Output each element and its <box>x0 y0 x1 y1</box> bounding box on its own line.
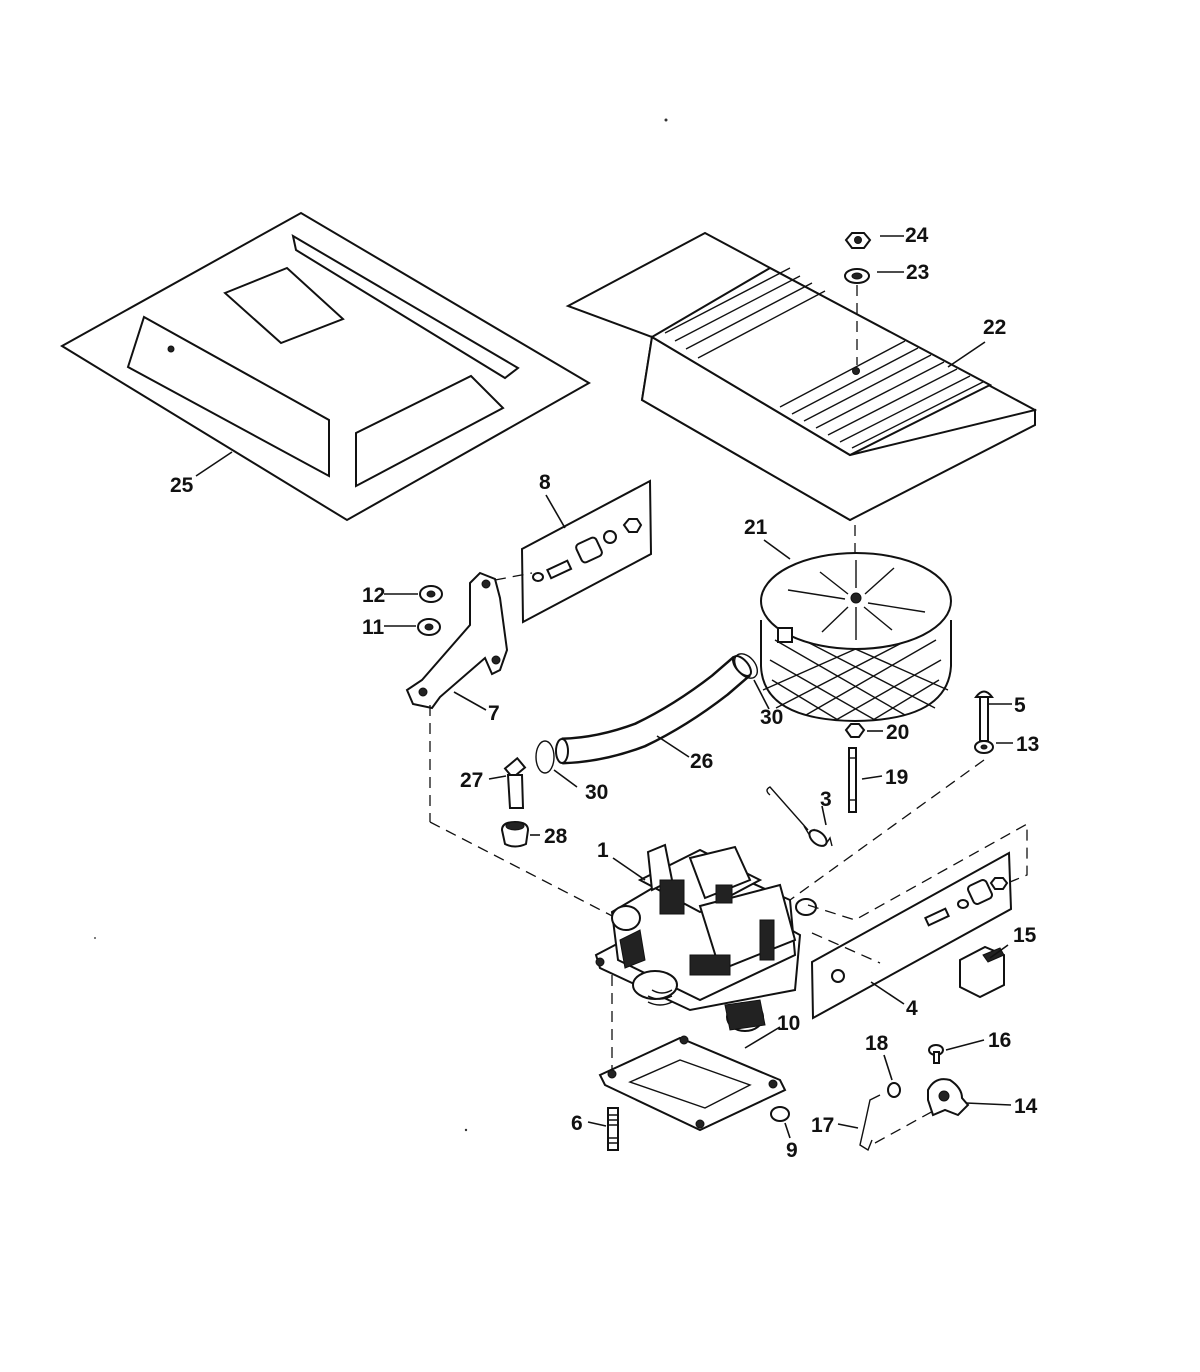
part-24-nut <box>844 232 872 249</box>
callout-23: 23 <box>906 261 929 284</box>
callout-22: 22 <box>983 316 1006 339</box>
callout-4: 4 <box>906 997 918 1020</box>
callout-13: 13 <box>1016 733 1039 756</box>
callout-27: 27 <box>460 769 483 792</box>
callout-10: 10 <box>777 1012 800 1035</box>
part-1-carburetor <box>594 843 817 1032</box>
leader-lines <box>195 235 1013 1139</box>
callout-30-lower: 30 <box>585 781 608 804</box>
callout-25: 25 <box>170 474 194 497</box>
callout-30-upper: 30 <box>760 706 783 729</box>
part-11-washer <box>417 618 441 636</box>
part-4-fitting-kit <box>810 851 1013 1020</box>
part-18-washer <box>887 1082 901 1098</box>
part-19-stud <box>848 747 857 813</box>
callout-17: 17 <box>811 1114 834 1137</box>
part-28-plug <box>500 820 530 848</box>
part-30-clamp-lower <box>535 740 555 774</box>
part-22-flame-arrestor-cover <box>565 231 1038 522</box>
part-17-rod <box>859 1094 881 1152</box>
part-27-elbow-fitting <box>503 756 527 809</box>
callout-20: 20 <box>886 721 909 744</box>
part-20-nut <box>844 723 866 738</box>
part-25-cover-plate <box>60 211 591 522</box>
part-7-bracket <box>405 571 509 710</box>
part-16-screw <box>928 1044 944 1064</box>
part-9-plug <box>770 1106 790 1122</box>
callout-3: 3 <box>820 788 832 811</box>
part-3-spring <box>766 786 833 847</box>
callout-6: 6 <box>571 1112 583 1135</box>
callout-18: 18 <box>865 1032 889 1055</box>
callout-11: 11 <box>362 616 385 639</box>
callout-1: 1 <box>597 839 609 862</box>
callout-12: 12 <box>362 584 385 607</box>
callout-26: 26 <box>690 750 713 773</box>
part-26-hose <box>555 655 752 765</box>
callout-9: 9 <box>786 1139 798 1162</box>
part-6-stud <box>607 1107 619 1151</box>
callout-5: 5 <box>1014 694 1026 717</box>
callout-7: 7 <box>488 702 500 725</box>
callout-24: 24 <box>905 224 929 247</box>
callout-8: 8 <box>539 471 551 494</box>
part-5-bolt <box>974 690 994 742</box>
callout-16: 16 <box>988 1029 1011 1052</box>
callout-28: 28 <box>544 825 568 848</box>
part-12-nut <box>419 585 443 603</box>
callout-14: 14 <box>1014 1095 1038 1118</box>
part-8-fitting-kit <box>520 479 653 624</box>
part-10-gasket <box>598 1035 787 1132</box>
part-14-switch <box>927 1078 970 1117</box>
callout-19: 19 <box>885 766 908 789</box>
part-30-clamp-upper <box>733 653 759 679</box>
part-23-washer <box>844 268 870 284</box>
part-21-flame-arrestor <box>760 552 952 723</box>
arrestor-mesh <box>762 627 949 721</box>
part-15-connector <box>959 945 1005 999</box>
callout-labels: 24 23 22 25 8 21 12 11 7 30 20 5 13 26 1… <box>170 224 1039 1162</box>
part-13-washer <box>974 740 994 754</box>
callout-21: 21 <box>744 516 768 539</box>
callout-15: 15 <box>1013 924 1037 947</box>
